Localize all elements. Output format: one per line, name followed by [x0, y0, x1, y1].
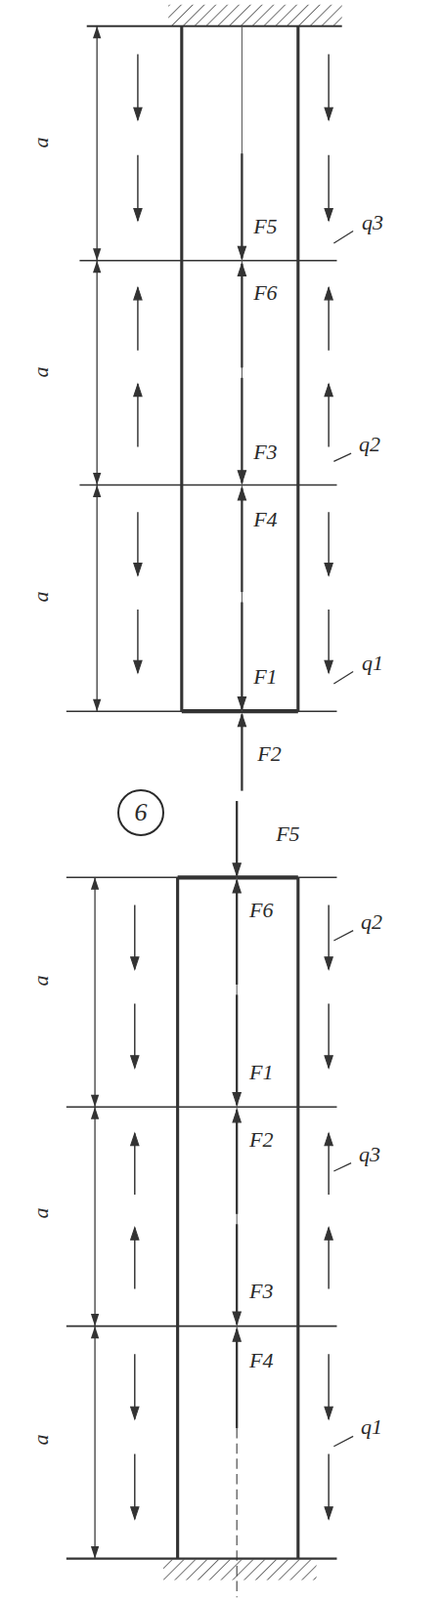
load-label: F5: [251, 215, 279, 239]
arrow-head: [133, 287, 142, 301]
dimension-arrowhead: [92, 261, 101, 274]
load-label: F1: [251, 665, 279, 690]
arrow-head: [232, 881, 241, 894]
dimension-arrowhead: [92, 700, 101, 713]
dimension-arrowhead: [90, 878, 99, 891]
lower-bar: [66, 878, 338, 1599]
arrow-head: [324, 384, 333, 398]
dimension-label: a: [29, 365, 53, 381]
arrow-shaft: [240, 378, 243, 485]
arrow-shaft: [240, 264, 243, 368]
center-line: [236, 878, 238, 1430]
arrow-head: [131, 958, 139, 972]
dimension-arrowhead: [92, 473, 101, 487]
ceiling-hatch: [168, 4, 342, 27]
load-label: q3: [356, 1144, 383, 1168]
load-label: q2: [358, 911, 385, 935]
arrow-head: [131, 1508, 139, 1522]
load-label: F2: [255, 743, 283, 767]
arrow-head: [324, 958, 333, 972]
arrow-head: [324, 1408, 333, 1421]
arrow-head: [232, 1094, 241, 1107]
arrow-head: [133, 107, 142, 121]
arrow-head: [232, 864, 241, 878]
dimension-arrowhead: [90, 1315, 99, 1328]
arrow-head: [237, 698, 246, 711]
arrow-shaft: [235, 1330, 238, 1430]
load-label: q1: [358, 1416, 385, 1441]
arrow-head: [237, 264, 246, 277]
load-label: q2: [356, 433, 383, 457]
dimension-arrowhead: [90, 1547, 99, 1561]
arrow-head: [133, 208, 142, 221]
arrow-shaft: [240, 488, 243, 593]
arrow-shaft: [235, 1110, 238, 1215]
load-label: q3: [359, 211, 386, 235]
load-label: q1: [359, 652, 386, 676]
dimension-label: a: [29, 135, 53, 151]
arrow-head: [324, 1134, 333, 1148]
dimension-label: a: [29, 1433, 53, 1449]
generated-arrows: [90, 26, 333, 1561]
arrow-shaft: [240, 153, 243, 260]
arrow-head: [324, 564, 333, 577]
arrow-shaft: [235, 1225, 238, 1326]
load-label: F4: [251, 508, 279, 532]
circled-number: 6: [117, 790, 165, 838]
arrow-shaft: [235, 995, 238, 1106]
load-label: F4: [247, 1350, 275, 1374]
center-line: [241, 26, 243, 712]
dimension-arrowhead: [90, 1107, 99, 1121]
ground-hatch: [163, 1561, 317, 1583]
upper-bar: [66, 26, 343, 712]
dimension-arrowhead: [92, 26, 101, 40]
dimension-label: a: [29, 974, 53, 990]
arrow-head: [324, 208, 333, 221]
arrow-shaft: [235, 881, 238, 985]
load-label: F3: [251, 441, 279, 465]
arrow-head: [133, 661, 142, 674]
arrow-head: [131, 1229, 139, 1242]
arrow-head: [237, 471, 246, 485]
leader-lines: [333, 231, 354, 1449]
arrow-head: [131, 1057, 139, 1070]
dimension-arrowhead: [90, 1096, 99, 1109]
load-label: F5: [273, 823, 302, 847]
arrow-head: [324, 107, 333, 121]
arrow-head: [131, 1408, 139, 1421]
load-label: F2: [247, 1129, 275, 1153]
arrow-head: [131, 1134, 139, 1148]
arrow-head: [324, 1229, 333, 1242]
dimension-label: a: [29, 1207, 53, 1223]
arrow-head: [133, 564, 142, 577]
arrow-head: [324, 1508, 333, 1522]
dimension-arrowhead: [92, 485, 101, 498]
circled-number-text: 6: [134, 800, 148, 827]
dimension-arrowhead: [92, 248, 101, 262]
arrow-head: [232, 1110, 241, 1124]
arrow-head: [324, 661, 333, 674]
arrow-head: [237, 714, 246, 728]
load-label: F3: [247, 1281, 275, 1305]
arrow-head: [237, 246, 246, 260]
arrow-head: [133, 384, 142, 398]
arrow-shaft: [240, 602, 243, 710]
arrow-head: [232, 1330, 241, 1344]
dimension-arrowhead: [90, 1327, 99, 1341]
load-label: F1: [247, 1061, 275, 1086]
arrow-head: [324, 287, 333, 301]
arrow-head: [324, 1057, 333, 1070]
arrow-head: [237, 488, 246, 502]
load-label: F6: [251, 281, 279, 306]
dimension-label: a: [29, 589, 53, 605]
load-label: F6: [247, 899, 275, 924]
arrow-head: [232, 1313, 241, 1326]
